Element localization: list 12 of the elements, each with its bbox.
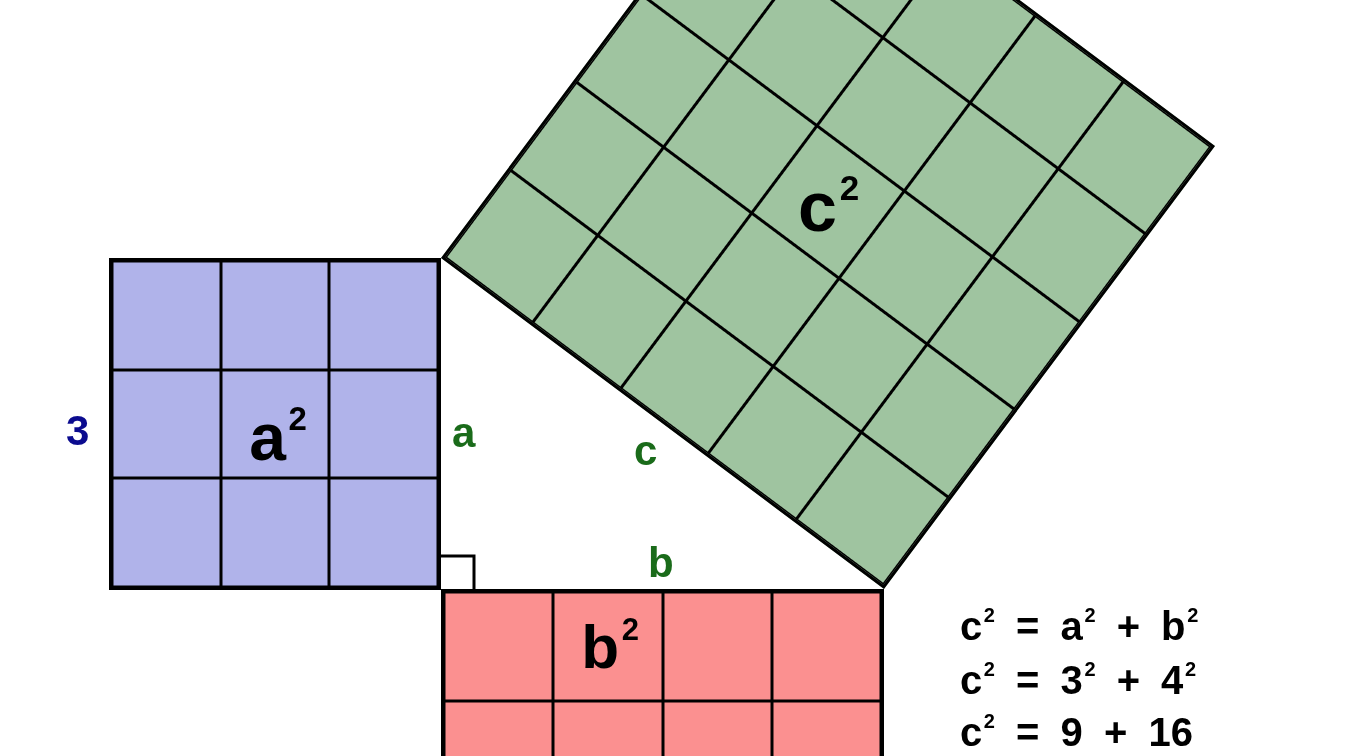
equation: c$^{2}$ = a$^{2}$ + b$^{2}$ [960,606,1199,646]
area-label: b$^{2}$ [581,616,639,679]
equation: c$^{2}$ = 3$^{2}$ + 4$^{2}$ [960,660,1197,700]
side-label: a [452,412,476,454]
side-length: 3 [66,410,90,452]
area-label: c$^{2}$ [798,171,860,242]
side-label: b [648,542,674,584]
square-grid [441,0,1215,589]
equation: c$^{2}$ = 9 + 16 [960,712,1193,752]
square-grid [109,258,441,590]
side-label: c [634,430,658,472]
area-label: a$^{2}$ [249,403,307,470]
